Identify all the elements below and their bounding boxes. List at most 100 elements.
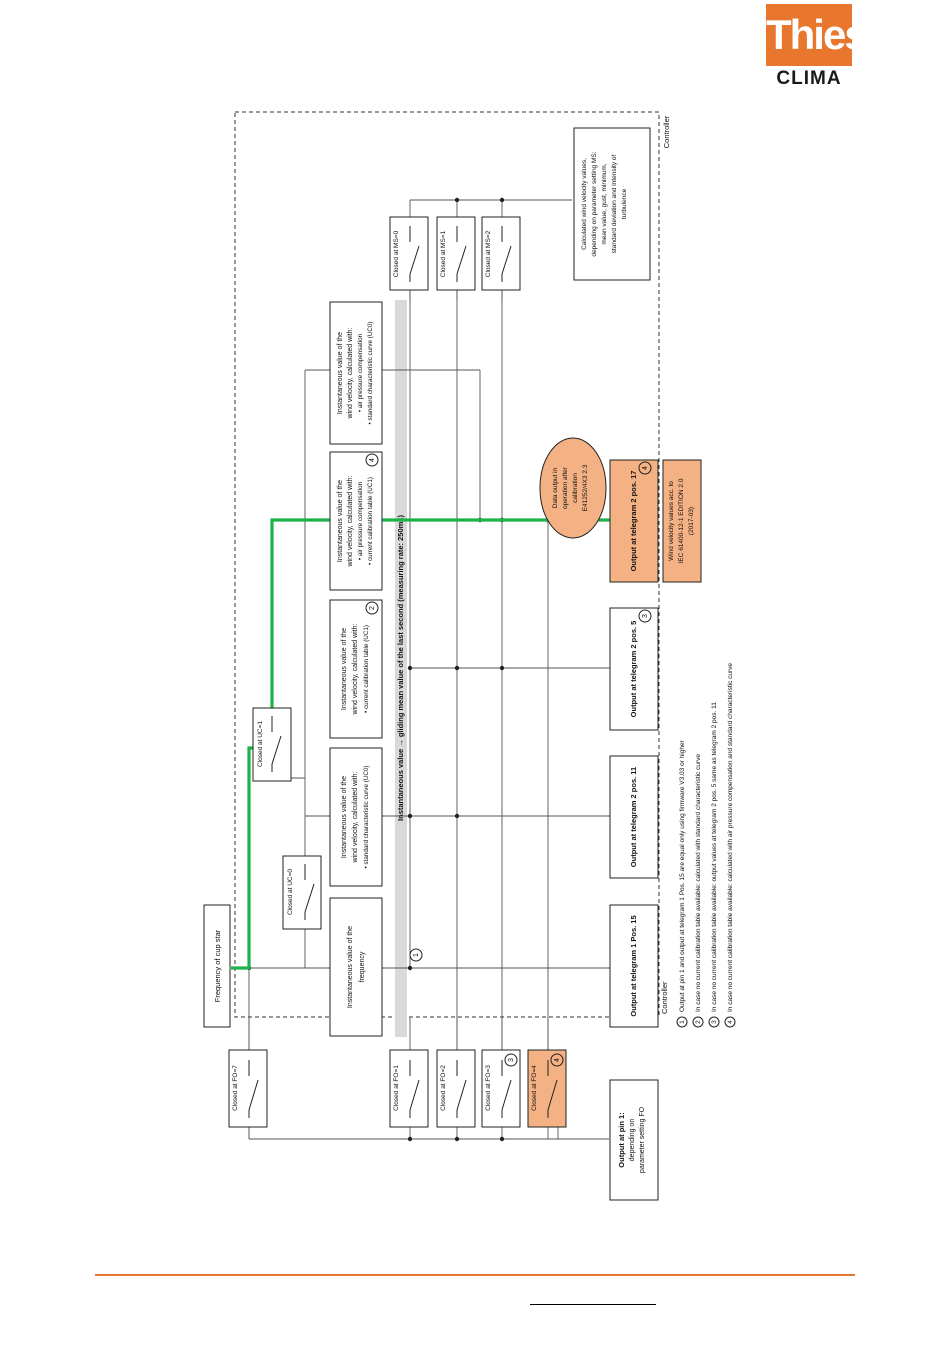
process-uc1: Instantaneous value of the wind velocity…: [329, 599, 383, 739]
ms-desc-line2: depending on parameter setting MS:: [591, 151, 598, 256]
controller-label-top: Controller: [662, 115, 671, 148]
switch-fo3: Closed at FO=3 3: [481, 1049, 521, 1128]
marker-4-fo4: [550, 1053, 564, 1067]
controller-label-bottom: Controller: [660, 981, 669, 1014]
process-uc1-line3: • current calibration table (UC1): [363, 625, 370, 713]
marker-4-output: [638, 461, 652, 475]
switch-fo7: Closed at FO=7: [228, 1049, 268, 1128]
process-air-uc0-line4: • standard characteristic curve (UC0): [367, 322, 374, 425]
note-2-marker: [692, 1016, 704, 1028]
process-frequency: Instantaneous value of the frequency: [329, 897, 383, 1037]
process-frequency-line1: Instantaneous value of the: [347, 926, 354, 1008]
note-1-text: Output at pin 1 and output at telegram 1…: [679, 739, 686, 1012]
process-frequency-line2: frequency: [359, 951, 366, 982]
note-2-num: 2: [695, 1020, 702, 1024]
process-uc0-line1: Instantaneous value of the: [341, 776, 348, 858]
controller-frame: [234, 111, 660, 1018]
switch-uc0: Closed at UC=0: [282, 855, 322, 930]
output-pin1-line3: parameter setting FO: [639, 1106, 646, 1173]
switch-ms2: Closed at MS=2: [481, 216, 521, 291]
output-telegram2-pos5: Output at telegram 2 pos. 5 3: [609, 607, 659, 731]
marker-3-output: [638, 609, 652, 623]
output-pin1-box: [609, 1079, 659, 1201]
output-telegram1-pos15: Output at telegram 1 Pos. 15: [609, 904, 659, 1028]
switch-fo1: Closed at FO=1: [389, 1049, 429, 1128]
ms-description-box: [573, 127, 651, 281]
process-air-uc1: Instantaneous value of the wind velocity…: [329, 451, 383, 591]
process-air-uc1-line1: Instantaneous value of the: [337, 480, 344, 562]
process-uc0-line2: wind velocity, calculated with:: [352, 771, 359, 863]
note-4-num: 4: [727, 1020, 734, 1024]
marker-4-process: [365, 453, 379, 467]
process-air-uc1-line2: wind velocity, calculated with:: [347, 475, 354, 567]
note-1-num: 1: [679, 1020, 686, 1024]
output-t2p11-label: Output at telegram 2 pos. 11: [629, 767, 638, 867]
marker-3-output-text: 3: [642, 614, 649, 618]
switch-ms2-label: Closed at MS=2: [485, 230, 492, 277]
iec-line2: IEC 61400-12-1 EDITION 2.0: [678, 478, 685, 563]
switch-ms1: Closed at MS=1: [436, 216, 476, 291]
switch-fo2: Closed at FO=2: [436, 1049, 476, 1128]
ms-desc-line5: turbulence: [621, 188, 628, 219]
switch-fo3-label: Closed at FO=3: [485, 1065, 492, 1111]
note-4-marker: [724, 1016, 736, 1028]
marker-1-text: 1: [413, 953, 420, 957]
marker-3-fo3-text: 3: [508, 1058, 515, 1062]
note-2-text: In case no current calibration table ava…: [695, 754, 702, 1012]
marker-3-fo3: [504, 1053, 518, 1067]
marker-2-text: 2: [369, 606, 376, 610]
thies-clima-logo: Thies CLIMA: [766, 4, 868, 90]
iec-line1: Wind velocity values acc. to: [668, 481, 675, 561]
footer-short-rule: [530, 1304, 656, 1305]
note-3-num: 3: [711, 1020, 718, 1024]
logo-clima-text: CLIMA: [776, 68, 842, 89]
switch-ms0-label: Closed at MS=0: [393, 230, 400, 277]
note-3-marker: [708, 1016, 720, 1028]
gliding-mean-bar: [395, 300, 407, 1037]
marker-4-output-text: 4: [642, 466, 649, 470]
note-3-text: In case no current calibration table ava…: [711, 702, 718, 1012]
iec-box: [662, 459, 702, 583]
note-4-text: In case no current calibration table ava…: [727, 663, 734, 1012]
data-output-line4: E41252/4X3 2.3: [582, 464, 589, 511]
ms-desc-line3: mean value, gust, minimum,: [601, 163, 608, 244]
switch-uc0-label: Closed at UC=0: [287, 869, 294, 915]
process-uc1-line1: Instantaneous value of the: [341, 628, 348, 710]
data-output-line2: operation after: [562, 466, 569, 509]
output-pin1-line1: Output at pin 1:: [617, 1112, 626, 1167]
ms-desc-line4: standard deviation and intensity of: [611, 154, 618, 253]
switch-ms0: Closed at MS=0: [389, 216, 429, 291]
note-1-marker: [676, 1016, 688, 1028]
signal-lines: [231, 199, 610, 1140]
process-uc0: Instantaneous value of the wind velocity…: [329, 747, 383, 887]
switch-uc1: Closed at UC=1: [252, 707, 292, 782]
output-telegram2-pos17: Output at telegram 2 pos. 17 4: [609, 459, 659, 583]
frequency-box-label: Frequency of cup star: [213, 929, 222, 1002]
output-t2p17-label: Output at telegram 2 pos. 17: [629, 471, 638, 572]
switch-fo1-label: Closed at FO=1: [393, 1065, 400, 1111]
process-air-uc0: Instantaneous value of the wind velocity…: [329, 301, 383, 445]
switch-fo2-label: Closed at FO=2: [440, 1065, 447, 1111]
output-telegram2-pos11: Output at telegram 2 pos. 11: [609, 755, 659, 879]
switch-fo4: Closed at FO=4 4: [527, 1049, 567, 1128]
gliding-mean-label: Instantaneous value → gliding mean value…: [396, 515, 405, 821]
process-air-uc0-line3: • air pressure compensation: [357, 333, 364, 412]
output-pin1-line2: depending on: [629, 1119, 636, 1162]
logo-thies-text: Thies: [766, 4, 868, 66]
output-t1p15-label: Output at telegram 1 Pos. 15: [629, 915, 638, 1016]
footer-rule: [95, 1274, 855, 1276]
iec-line3: (2017-03): [688, 507, 695, 535]
data-output-line3: calibration: [572, 473, 579, 503]
ms-description-text: Calculated wind velocity values, dependi…: [581, 151, 628, 256]
output-t2p5-label: Output at telegram 2 pos. 5: [629, 621, 638, 718]
process-uc0-line3: • standard characteristic curve (UC0): [363, 766, 370, 869]
footnotes: 1 Output at pin 1 and output at telegram…: [676, 663, 736, 1028]
marker-1: [409, 948, 423, 962]
data-output-ellipse: [539, 437, 607, 539]
process-air-uc0-line2: wind velocity, calculated with:: [347, 327, 354, 419]
switch-fo4-label: Closed at FO=4: [531, 1065, 538, 1111]
marker-2: [365, 601, 379, 615]
ms-desc-line1: Calculated wind velocity values,: [581, 158, 588, 250]
switch-fo7-label: Closed at FO=7: [232, 1065, 239, 1111]
